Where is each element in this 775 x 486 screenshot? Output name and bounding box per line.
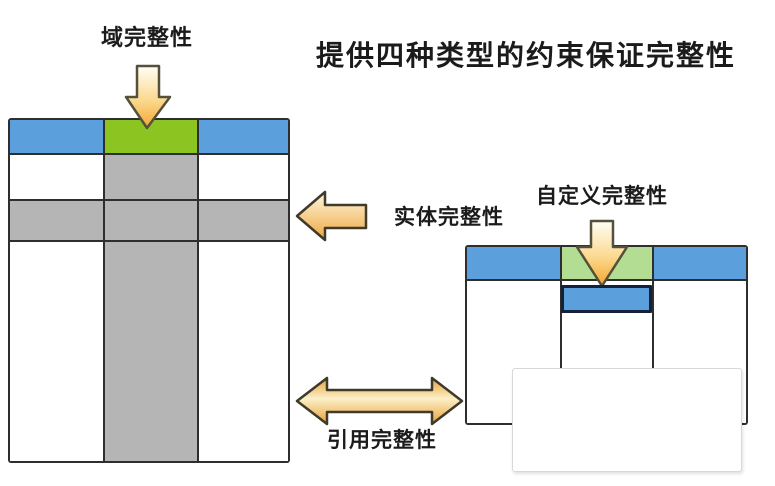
entity-integrity-left-arrow-icon (295, 190, 368, 242)
left-table-key-column-header (105, 120, 197, 153)
left-table-cell (10, 155, 103, 199)
left-table-cell (199, 120, 288, 153)
domain-integrity-down-arrow-icon (124, 64, 172, 130)
right-table-cell (654, 247, 746, 279)
left-table-entity-row-cell (199, 201, 288, 240)
right-table-cell (467, 247, 560, 279)
left-table-cell (105, 155, 197, 199)
left-table-entity-row-cell (10, 201, 103, 240)
entity-integrity-label: 实体完整性 (394, 205, 504, 229)
left-table-cell (10, 120, 103, 153)
left-table (8, 118, 290, 463)
right-table-highlight-cell (561, 285, 652, 313)
user-defined-integrity-down-arrow-icon (575, 219, 629, 288)
left-table-cell (105, 242, 197, 461)
left-table-entity-row-cell (105, 201, 197, 240)
blank-overlay-box (512, 368, 742, 472)
referential-integrity-label: 引用完整性 (327, 428, 437, 452)
referential-integrity-double-arrow-icon (295, 376, 464, 426)
domain-integrity-label: 域完整性 (101, 26, 194, 51)
left-table-cell (199, 242, 288, 461)
left-table-cell (199, 155, 288, 199)
left-table-cell (10, 242, 103, 461)
user-defined-integrity-label: 自定义完整性 (536, 184, 668, 208)
slide-title: 提供四种类型的约束保证完整性 (316, 39, 737, 72)
